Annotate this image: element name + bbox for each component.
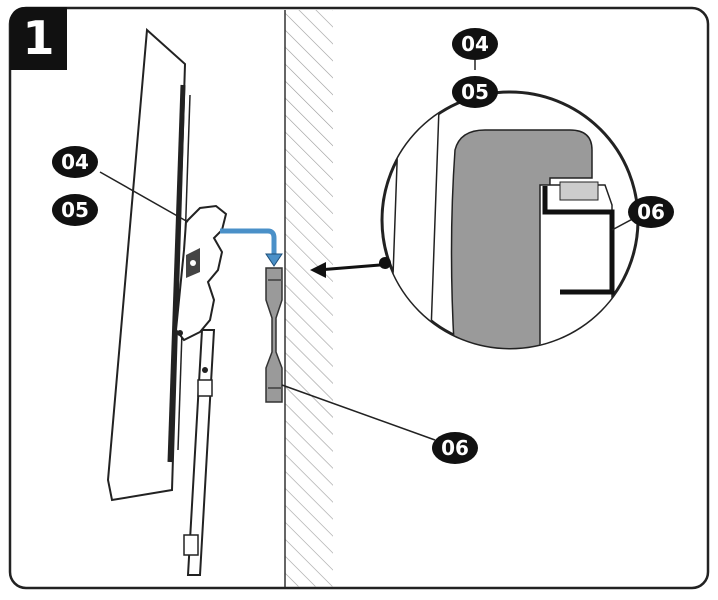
- placement-arrow: [220, 228, 277, 258]
- callout-05-left: 05: [52, 194, 98, 226]
- callout-05-detail: 05: [452, 76, 498, 108]
- step-number-badge: 1: [10, 7, 67, 70]
- callout-04-left: 04: [52, 146, 98, 178]
- tv-bracket: [174, 204, 228, 342]
- wall-hatching: [285, 10, 333, 587]
- detail-circle: [310, 90, 641, 350]
- tv-panel: [106, 27, 191, 502]
- leader-line-06-bottom: [281, 384, 436, 441]
- tv-support-arm: [183, 329, 216, 576]
- wall-plate: [265, 267, 283, 403]
- leader-line-04-05: [99, 171, 189, 223]
- callout-04-detail: 04: [452, 28, 498, 60]
- callout-06-wall-plate: 06: [432, 432, 478, 464]
- callout-06-detail: 06: [628, 196, 674, 228]
